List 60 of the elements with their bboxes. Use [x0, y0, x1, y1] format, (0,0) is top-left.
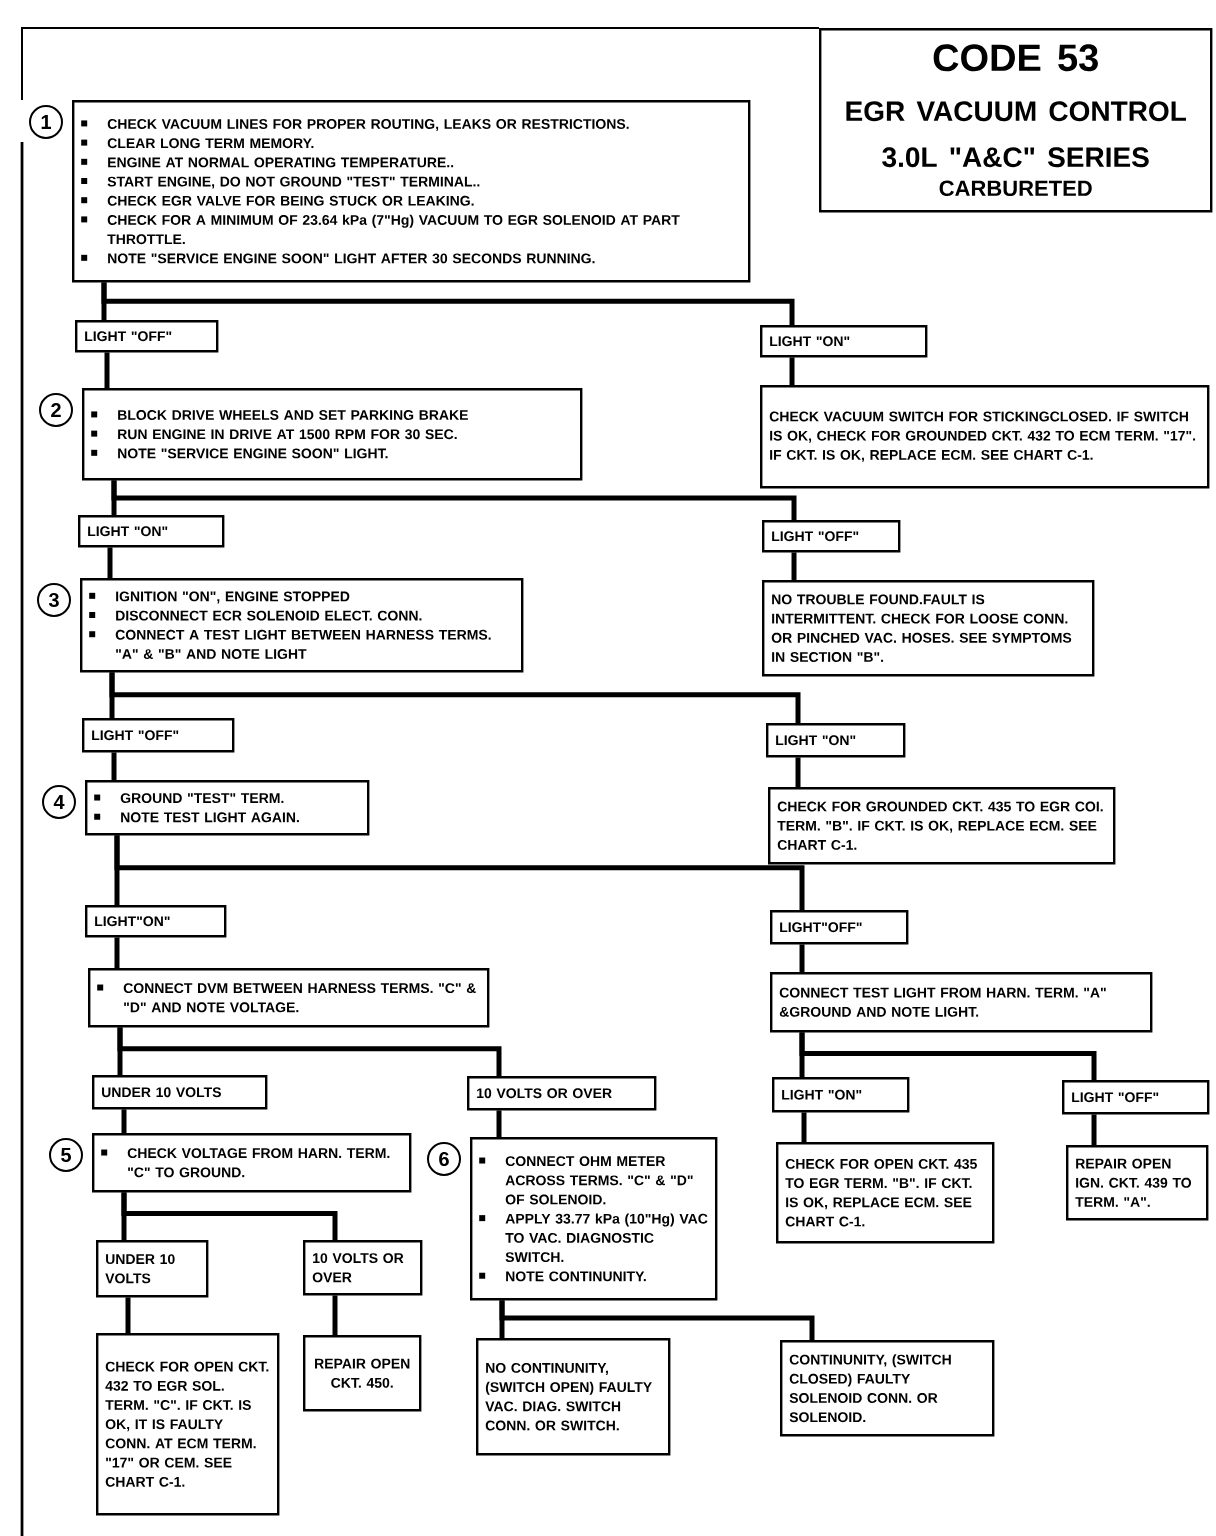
- result-box: CHECK VACUUM SWITCH FOR STICKINGCLOSED. IF SWITCH IS OK, CHECK FOR GROUNDED CKT. 432 TO ECM TERM. "17". IF CKT. IS OK, REPLACE ECM. SEE CHART C-1.: [760, 385, 1210, 489]
- result-box: 10 VOLTS OR OVER: [303, 1240, 423, 1296]
- step-number: 2: [39, 393, 73, 427]
- result-box: UNDER 10 VOLTS: [96, 1240, 209, 1298]
- result-box: LIGHT"OFF": [770, 910, 909, 945]
- result-box: LIGHT "OFF": [75, 320, 219, 353]
- step-box: CHECK VOLTAGE FROM HARN. TERM. "C" TO GROUND.: [92, 1133, 412, 1193]
- connector-line: [499, 1300, 815, 1340]
- connector-line: [332, 1295, 338, 1335]
- result-box: REPAIR OPEN IGN. CKT. 439 TO TERM. "A".: [1066, 1145, 1209, 1221]
- step-box: IGNITION "ON", ENGINE STOPPED DISCONNECT ECR SOLENOID ELECT. CONN. CONNECT A TEST LIGHT BETWEEN HARNESS TERMS. "A" & "B" AND NOTE LIGHT: [80, 578, 524, 673]
- connector-line: [114, 937, 120, 968]
- result-box: CONTINUNITY, (SWITCH CLOSED) FAULTY SOLENOID CONN. OR SOLENOID.: [780, 1340, 995, 1437]
- result-box: REPAIR OPEN CKT. 450.: [303, 1335, 422, 1412]
- result-box: LIGHT "ON": [760, 325, 928, 358]
- connector-line: [1091, 1114, 1097, 1145]
- step-box: GROUND "TEST" TERM. NOTE TEST LIGHT AGAIN.: [85, 780, 370, 836]
- result-box: NO CONTINUNITY, (SWITCH OPEN) FAULTY VAC. DIAG. SWITCH CONN. OR SWITCH.: [476, 1338, 671, 1456]
- result-box: CHECK FOR GROUNDED CKT. 435 TO EGR COI. TERM. "B". IF CKT. IS OK, REPLACE ECM. SEE CHART C-1.: [768, 787, 1116, 865]
- result-box: NO TROUBLE FOUND.FAULT IS INTERMITTENT. CHECK FOR LOOSE CONN. OR PINCHED VAC. HOSES. SEE SYMPTOMS IN SECTION "B".: [762, 580, 1095, 677]
- step-number: 1: [29, 105, 63, 139]
- connector-line: [799, 944, 805, 972]
- connector-line: [801, 1112, 807, 1142]
- connector-line: [101, 282, 795, 325]
- result-box: CHECK FOR OPEN CKT. 432 TO EGR SOL. TERM. "C". IF CKT. IS OK, IT IS FAULTY CONN. AT ECM TERM. "17" OR CEM. SEE CHART C-1.: [96, 1333, 280, 1516]
- step-box: CHECK VACUUM LINES FOR PROPER ROUTING, LEAKS OR RESTRICTIONS. CLEAR LONG TERM MEMORY. ENGINE AT NORMAL OPERATING TEMPERATURE.. START ENGINE, DO NOT GROUND "TEST" TERMINAL.. CHECK EGR VALVE FOR BEING STUCK OR LEAKING. CHECK FOR A MINIMUM OF 23.64 kPa (7"Hg) VACUUM TO EGR SOLENOID AT PART THROTTLE. NOTE "SERVICE ENGINE SOON" LIGHT AFTER 30 SECONDS RUNNING.: [72, 100, 751, 283]
- result-box: LIGHT "OFF": [1062, 1080, 1210, 1115]
- connector-line: [125, 1297, 131, 1333]
- connector-line: [789, 357, 795, 385]
- connector-line: [107, 547, 113, 578]
- connector-line: [121, 1192, 338, 1240]
- connector-line: [799, 1032, 1097, 1080]
- result-box: 10 VOLTS OR OVER: [467, 1076, 657, 1111]
- connector-line: [109, 672, 801, 723]
- connector-line: [111, 480, 797, 520]
- step-number: 5: [49, 1138, 83, 1172]
- title-box: CODE 53 EGR VACUUM CONTROL 3.0L "A&C" SERIES CARBURETED: [819, 28, 1213, 213]
- connector-line: [791, 552, 797, 580]
- connector-line: [496, 1110, 502, 1137]
- result-box: LIGHT "ON": [772, 1077, 910, 1113]
- result-box: UNDER 10 VOLTS: [92, 1075, 268, 1110]
- result-box: LIGHT "OFF": [82, 718, 235, 753]
- connector-line: [795, 757, 801, 787]
- result-box: CHECK FOR OPEN CKT. 435 TO EGR TERM. "B". IF CKT. IS OK, REPLACE ECM. SEE CHART C-1.: [776, 1142, 995, 1244]
- connector-line: [111, 752, 117, 780]
- step-number: 3: [37, 583, 71, 617]
- connector-line: [121, 1109, 127, 1133]
- connector-line: [104, 352, 110, 388]
- step-number: 6: [427, 1142, 461, 1176]
- result-box: LIGHT"ON": [85, 905, 227, 938]
- connector-line: [117, 1027, 502, 1076]
- result-box: LIGHT "ON": [766, 723, 906, 758]
- result-box: LIGHT "OFF": [762, 520, 901, 553]
- step-number: 4: [42, 785, 76, 819]
- result-box: LIGHT "ON": [78, 515, 225, 548]
- connector-line: [114, 835, 805, 910]
- step-box: BLOCK DRIVE WHEELS AND SET PARKING BRAKE RUN ENGINE IN DRIVE AT 1500 RPM FOR 30 SEC. NOTE "SERVICE ENGINE SOON" LIGHT.: [82, 388, 583, 481]
- step-box: CONNECT OHM METER ACROSS TERMS. "C" & "D" OF SOLENOID. APPLY 33.77 kPa (10"Hg) VAC TO VAC. DIAGNOSTIC SWITCH. NOTE CONTINUNITY.: [470, 1137, 718, 1301]
- step-box: CONNECT DVM BETWEEN HARNESS TERMS. "C" & "D" AND NOTE VOLTAGE.: [88, 968, 490, 1028]
- result-box: CONNECT TEST LIGHT FROM HARN. TERM. "A" &GROUND AND NOTE LIGHT.: [770, 972, 1153, 1033]
